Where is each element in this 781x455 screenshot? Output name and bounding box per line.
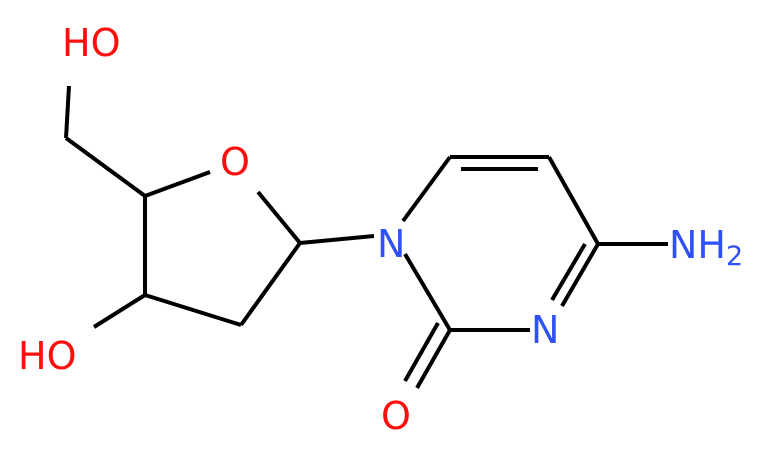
bond-c2-c1 [239, 241, 302, 327]
bond-c2-o [415, 329, 452, 389]
bond-c1-n1 [299, 234, 375, 245]
bond-c4-n3 [560, 242, 600, 308]
bond-c3-oh [92, 293, 147, 329]
atom-label-o-carbonyl: O [381, 394, 411, 438]
bond-c3-c2 [144, 293, 242, 327]
bond-c4-o [144, 170, 211, 198]
atom-label-n3: N [531, 308, 559, 352]
bond-o-c1 [256, 190, 302, 245]
bond-ch2-c4 [64, 136, 147, 198]
bond-c2-n1 [403, 252, 452, 332]
atom-label-oh-top: HO [62, 21, 120, 65]
nh2-main-text: NH [669, 223, 726, 267]
bond-n1-c6 [401, 155, 452, 223]
bond-oh-ch2 [64, 85, 71, 139]
atom-label-o-ring: O [220, 140, 250, 184]
atom-label-n1: N [377, 222, 405, 266]
bond-c2-o-double [403, 322, 440, 382]
atom-labels: HO O HO N N NH2 O [18, 21, 743, 438]
bond-c5-c4 [547, 156, 600, 245]
nh2-subscript: 2 [726, 241, 743, 272]
bond-c4-n3-double [550, 242, 587, 302]
atom-label-nh2: NH2 [669, 223, 743, 272]
atom-label-oh-left: HO [18, 334, 76, 378]
bonds [64, 85, 668, 389]
